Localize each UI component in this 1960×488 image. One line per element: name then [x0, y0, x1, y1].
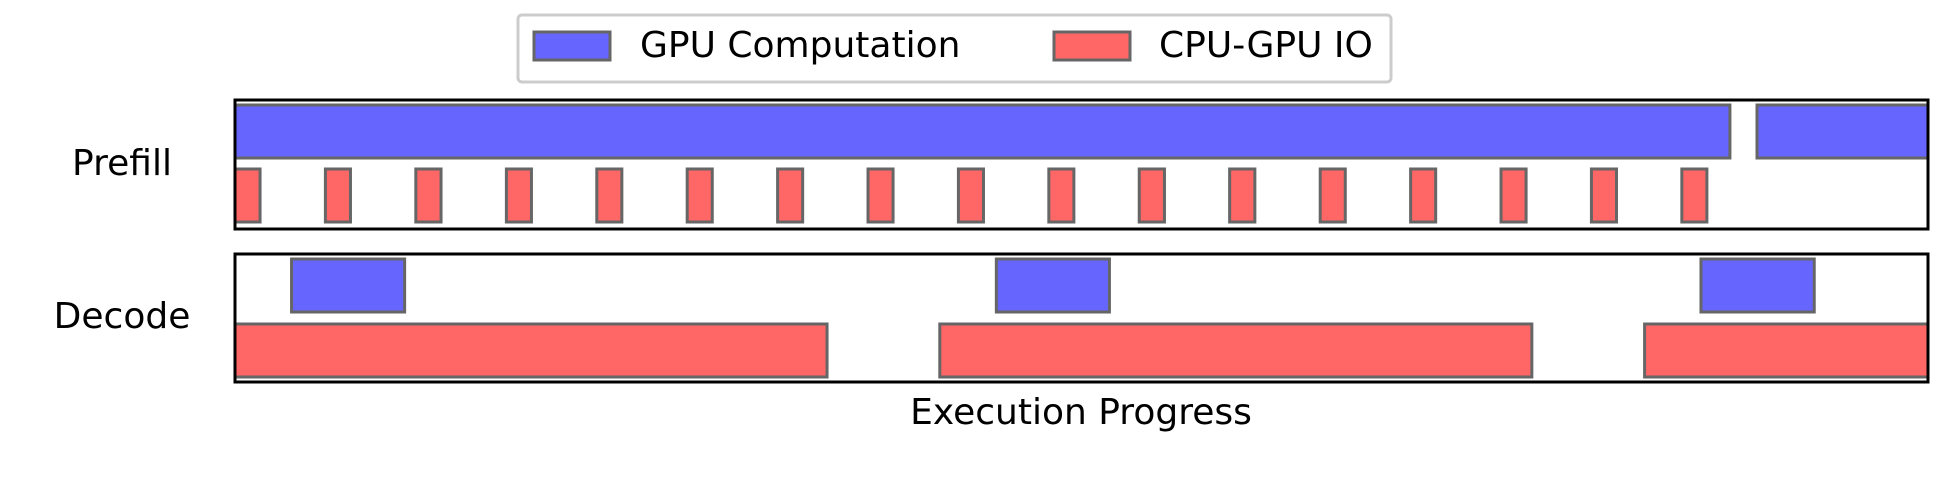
- decode-gpu-bar-2: [994, 257, 1111, 314]
- prefill-io-bar-14: [1409, 167, 1438, 224]
- prefill-io-bar-13: [1318, 167, 1347, 224]
- prefill-io-bar-9: [956, 167, 985, 224]
- decode-row-label: Decode: [54, 296, 191, 337]
- decode-gpu-bar-3: [1699, 257, 1816, 314]
- legend-label-io: CPU-GPU IO: [1159, 25, 1373, 66]
- prefill-io-bar-6: [685, 167, 714, 224]
- prefill-panel-border: [233, 98, 1930, 231]
- legend-frame: [516, 13, 1393, 84]
- prefill-io-bar-4: [504, 167, 533, 224]
- prefill-gpu-bar-1: [233, 103, 1732, 160]
- prefill-io-bar-17: [1680, 167, 1709, 224]
- prefill-io-bar-3: [414, 167, 443, 224]
- legend: GPU Computation CPU-GPU IO: [516, 13, 1393, 84]
- prefill-io-bar-8: [866, 167, 895, 224]
- prefill-row-label: Prefill: [72, 143, 172, 184]
- prefill-io-bar-16: [1589, 167, 1618, 224]
- x-axis-label: Execution Progress: [910, 392, 1252, 433]
- prefill-io-bar-7: [776, 167, 805, 224]
- prefill-io-bar-10: [1047, 167, 1076, 224]
- decode-panel-border: [233, 252, 1930, 384]
- decode-io-bar-3: [1643, 322, 1930, 379]
- legend-swatch-io: [1052, 30, 1132, 62]
- prefill-io-bar-11: [1137, 167, 1166, 224]
- legend-label-gpu: GPU Computation: [640, 25, 960, 66]
- decode-gpu-bar-1: [290, 257, 407, 314]
- prefill-io-bar-12: [1228, 167, 1257, 224]
- prefill-gpu-bar-2: [1755, 103, 1930, 160]
- legend-swatch-gpu: [532, 30, 612, 62]
- prefill-io-bar-2: [323, 167, 352, 224]
- prefill-io-bar-1: [233, 167, 262, 224]
- prefill-io-bar-5: [595, 167, 624, 224]
- decode-io-bar-1: [233, 322, 829, 379]
- decode-io-bar-2: [938, 322, 1534, 379]
- prefill-io-bar-15: [1499, 167, 1528, 224]
